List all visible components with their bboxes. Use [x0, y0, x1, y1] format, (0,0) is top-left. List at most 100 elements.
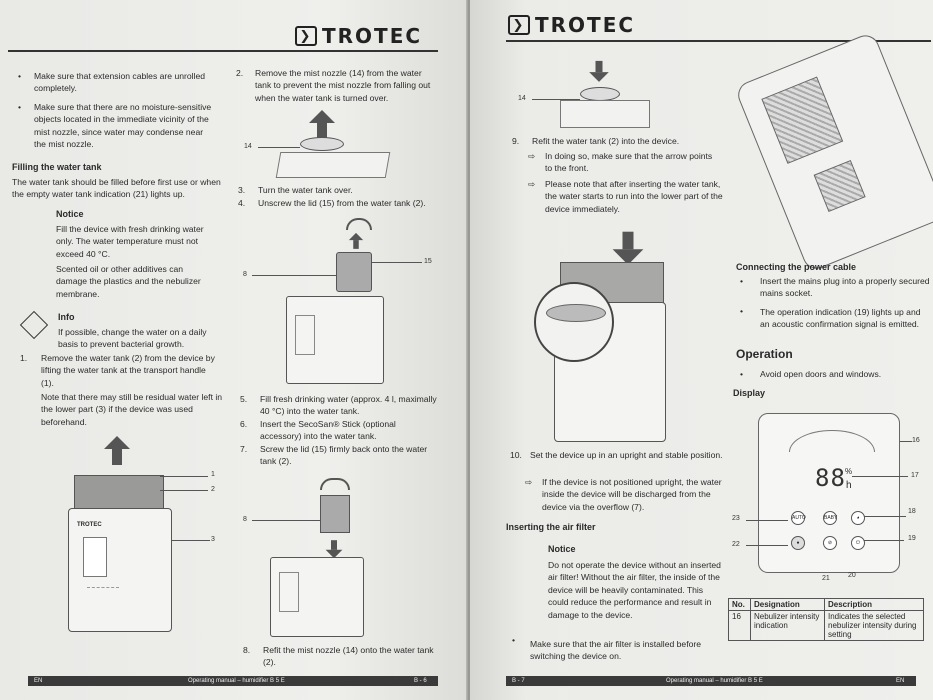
step-7-text: Screw the lid (15) firmly back onto the …: [260, 444, 428, 467]
lift-arrow-icon: [104, 436, 130, 465]
display-heading: Display: [733, 388, 766, 398]
power-bullet-2: The operation indication (19) lights up …: [760, 307, 921, 330]
step-5-number: 5.: [240, 394, 248, 404]
label-20: 20: [848, 572, 856, 579]
step-9-text: Refit the water tank (2) into the device…: [532, 136, 680, 146]
mist-nozzle-illustration: [580, 87, 620, 101]
header-rule: [8, 50, 438, 52]
step-4-number: 4.: [238, 198, 246, 208]
power-bullet-1: Insert the mains plug into a properly se…: [760, 276, 930, 299]
label-8: 8: [243, 271, 247, 278]
step-3-number: 3.: [238, 185, 246, 195]
label-17: 17: [911, 472, 919, 479]
mist-nozzle-illustration: [300, 137, 344, 151]
callout-line: [746, 545, 788, 546]
step-9-sub-2: Please note that after inserting the wat…: [545, 179, 723, 214]
auto-button[interactable]: AUTO: [791, 511, 806, 525]
lid-illustration: [336, 252, 372, 292]
right-page: ❯ TROTEC 14 9. Refit the water tank (2) …: [470, 0, 933, 700]
tank-top-illustration: [275, 152, 391, 178]
lid-illustration: [320, 495, 350, 533]
display-table: No. Designation Description 16 Nebulizer…: [728, 598, 924, 641]
footer-lang: EN: [34, 678, 43, 684]
step-9-number: 9.: [512, 136, 520, 146]
tank-top-illustration: [560, 100, 650, 128]
tank-window: [279, 572, 299, 612]
nebulizer-intensity-arc: [789, 430, 875, 452]
label-21: 21: [822, 575, 830, 582]
step-8-number: 8.: [243, 645, 251, 655]
callout-line: [160, 490, 208, 491]
footer-title: Operating manual – humidifier B 5 E: [666, 678, 763, 684]
left-page: ❯ TROTEC • Make sure that extension cabl…: [0, 0, 468, 700]
display-digits: 88: [815, 464, 846, 492]
hour-unit: h: [846, 480, 852, 491]
nebulizer-intensity-button[interactable]: ◕: [851, 511, 865, 525]
filling-heading: Filling the water tank: [12, 162, 102, 172]
bullet-icon: •: [18, 102, 22, 112]
rotate-icon: [320, 478, 350, 490]
step-2-text: Remove the mist nozzle (14) from the wat…: [255, 68, 431, 103]
label-14: 14: [518, 95, 526, 102]
notice-heading: Notice: [56, 209, 84, 219]
down-arrow-icon: [589, 60, 609, 82]
device-brand: TROTEC: [77, 522, 102, 528]
table-header-row: No. Designation Description: [728, 598, 924, 611]
callout-line: [864, 540, 904, 541]
water-tank-illustration: [74, 475, 164, 513]
callout-line: [852, 476, 908, 477]
cell-designation: Nebulizer intensity indication: [750, 610, 825, 641]
step-5-text: Fill fresh drinking water (approx. 4 l, …: [260, 394, 437, 417]
label-16: 16: [912, 437, 920, 444]
callout-line: [172, 540, 210, 541]
info-icon: [19, 310, 49, 340]
device-display-window: [83, 537, 107, 577]
table-row: 16 Nebulizer intensity indication Indica…: [728, 610, 924, 641]
step-10-sub: If the device is not positioned upright,…: [542, 477, 722, 512]
info-text: If possible, change the water on a daily…: [58, 327, 207, 350]
callout-line: [252, 275, 336, 276]
filter-pad: [761, 76, 844, 164]
bullet-icon: •: [740, 306, 744, 316]
tank-body-illustration: [286, 296, 384, 384]
callout-line: [864, 516, 906, 517]
step-7-number: 7.: [240, 444, 248, 454]
step-2-number: 2.: [236, 68, 244, 78]
bullet-cables: Make sure that extension cables are unro…: [34, 71, 206, 94]
step-6-text: Insert the SecoSan® Stick (optional acce…: [260, 419, 396, 442]
up-arrow-icon: [348, 232, 364, 249]
callout-line: [900, 441, 912, 442]
percent-unit: %: [845, 467, 853, 476]
down-arrow-icon: [325, 540, 343, 559]
callout-line: [252, 520, 320, 521]
bullet-icon: •: [512, 635, 516, 645]
step-4-text: Unscrew the lid (15) from the water tank…: [258, 198, 426, 208]
left-footer: EN Operating manual – humidifier B 5 E B…: [28, 676, 438, 686]
bullet-moisture: Make sure that there are no moisture-sen…: [34, 102, 212, 150]
footer-title: Operating manual – humidifier B 5 E: [188, 678, 285, 684]
step-10-text: Set the device up in an upright and stab…: [530, 450, 723, 460]
right-footer: B - 7 Operating manual – humidifier B 5 …: [506, 676, 916, 686]
operation-heading: Operation: [736, 347, 793, 361]
step-3-text: Turn the water tank over.: [258, 185, 353, 195]
timer-button[interactable]: ●: [791, 536, 805, 550]
arrow-bullet-icon: ⇨: [528, 179, 536, 189]
footer-page: B - 6: [414, 678, 427, 684]
humidifier-illustration: TROTEC: [68, 508, 172, 632]
filter-heading: Inserting the air filter: [506, 522, 596, 532]
filter-pad: [813, 159, 866, 213]
footer-page: B - 7: [512, 678, 525, 684]
label-14: 14: [244, 143, 252, 150]
filling-text: The water tank should be filled before f…: [12, 177, 221, 200]
notice-text-2: Scented oil or other additives can damag…: [56, 264, 201, 299]
bullet-icon: •: [740, 276, 744, 286]
power-heading: Connecting the power cable: [736, 262, 857, 272]
baby-button[interactable]: BABY: [823, 511, 837, 525]
power-button[interactable]: ⏻: [851, 536, 865, 550]
header-designation: Designation: [750, 598, 825, 611]
logo-mark-icon: ❯: [508, 15, 530, 35]
arrow-bullet-icon: ⇨: [525, 477, 533, 487]
step-9-sub-1: In doing so, make sure that the arrow po…: [545, 151, 713, 174]
label-3: 3: [211, 536, 215, 543]
header-description: Description: [824, 598, 924, 611]
